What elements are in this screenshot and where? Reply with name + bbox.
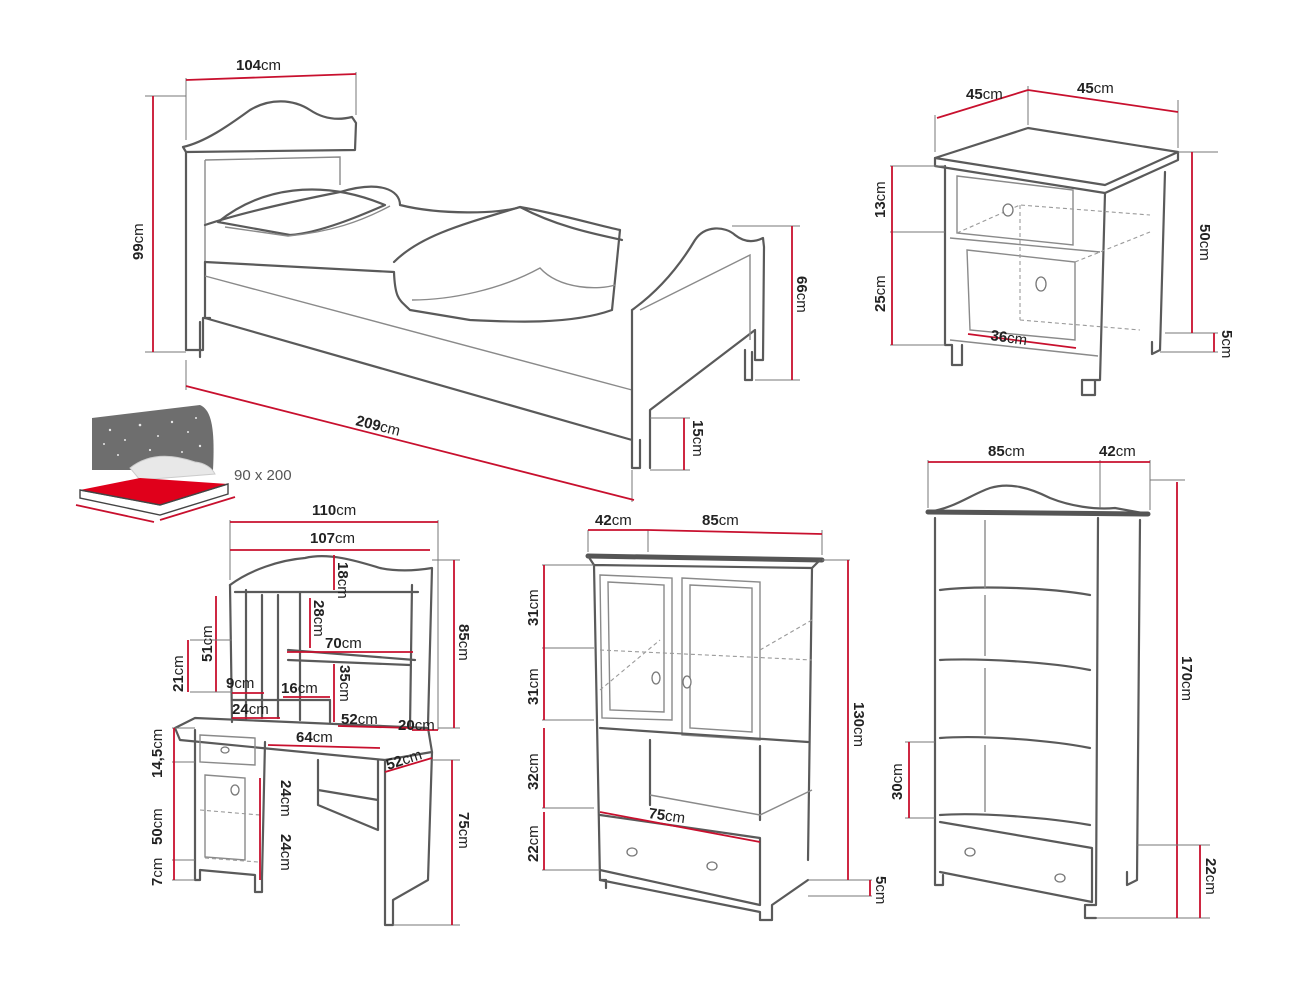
wardrobe-leg-height-label: 5cm [872, 876, 889, 904]
bed-headboard-height-label: 99cm [130, 223, 147, 260]
desk-inner-shelf-1-label: 24cm [277, 780, 294, 817]
stars-icon [103, 417, 202, 456]
nightstand-drawing: 45cm 45cm 13cm 25cm 50cm 36cm 5cm [872, 80, 1235, 397]
desk-arch-height-label: 18cm [334, 562, 351, 599]
desk-hutch-height-label: 85cm [455, 624, 472, 661]
wardrobe-drawer-label: 22cm [525, 825, 542, 862]
nightstand-leg-height-label: 5cm [1218, 330, 1235, 358]
desk-hutch-left-label: 21cm [170, 655, 187, 692]
desk-total-width-label: 110cm [312, 502, 356, 519]
desk-drawing: 110cm 107cm 18cm 28cm 70cm 51cm 21cm 9cm… [149, 502, 472, 927]
bed-length-label: 209cm [354, 412, 402, 439]
bed-width-label: 104cm [236, 57, 281, 74]
desk-depth-label: 52cm [384, 746, 424, 774]
wardrobe-door-lower-label: 31cm [525, 668, 542, 705]
wardrobe-door-upper-label: 31cm [525, 589, 542, 626]
desk-hutch-side-label: 51cm [199, 625, 216, 662]
wardrobe-open-shelf-label: 32cm [525, 753, 542, 790]
desk-height-label: 75cm [455, 812, 472, 849]
desk-inner-shelf-2-label: 24cm [277, 834, 294, 871]
nightstand-door-height-label: 25cm [872, 275, 889, 312]
desk-shelf-width-label: 70cm [325, 635, 362, 652]
bed-footboard-height-label: 66cm [793, 276, 810, 313]
desk-top-width-label: 107cm [310, 530, 355, 547]
wardrobe-total-height-label: 130cm [850, 702, 867, 747]
bed-drawing: 104cm 99cm 209cm 66cm 15cm [130, 57, 810, 502]
desk-niche-width-label: 9cm [226, 675, 254, 692]
desk-cabinet-height-label: 50cm [149, 808, 166, 845]
bookcase-drawing: 85cm 42cm 30cm 170cm 22cm [889, 443, 1219, 920]
nightstand-depth-label: 45cm [966, 86, 1003, 103]
desk-mid-width-label: 52cm [341, 711, 378, 728]
desk-niche-width2-label: 16cm [281, 680, 318, 697]
wardrobe-width-label: 85cm [702, 512, 739, 529]
desk-drawer-height-label: 14,5cm [149, 729, 166, 778]
bed-leg-clearance-label: 15cm [689, 420, 706, 457]
nightstand-width-label: 45cm [1077, 80, 1114, 97]
bookcase-width-label: 85cm [988, 443, 1025, 460]
desk-hutch-depth-label: 20cm [398, 717, 435, 734]
bookcase-depth-label: 42cm [1099, 443, 1136, 460]
bookcase-drawer-label: 22cm [1202, 858, 1219, 895]
nightstand-inner-width-label: 36cm [989, 327, 1028, 349]
desk-compartment-height-label: 35cm [336, 665, 353, 702]
desk-width-label: 64cm [296, 729, 333, 746]
bookcase-total-height-label: 170cm [1178, 656, 1195, 701]
mattress-icon: 90 x 200 [75, 405, 292, 523]
nightstand-total-height-label: 50cm [1196, 224, 1213, 261]
wardrobe-inner-width-label: 75cm [647, 805, 686, 827]
nightstand-drawer-height-label: 13cm [872, 181, 889, 218]
wardrobe-drawing: 42cm 85cm 31cm 31cm 32cm 22cm 75cm 130cm… [525, 512, 889, 922]
desk-leg-height-label: 7cm [149, 858, 166, 886]
desk-shelf-upper-label: 28cm [310, 600, 327, 637]
desk-small-width-label: 24cm [232, 701, 269, 718]
bookcase-shelf-spacing-label: 30cm [889, 763, 906, 800]
wardrobe-depth-label: 42cm [595, 512, 632, 529]
mattress-size-label: 90 x 200 [234, 467, 292, 484]
